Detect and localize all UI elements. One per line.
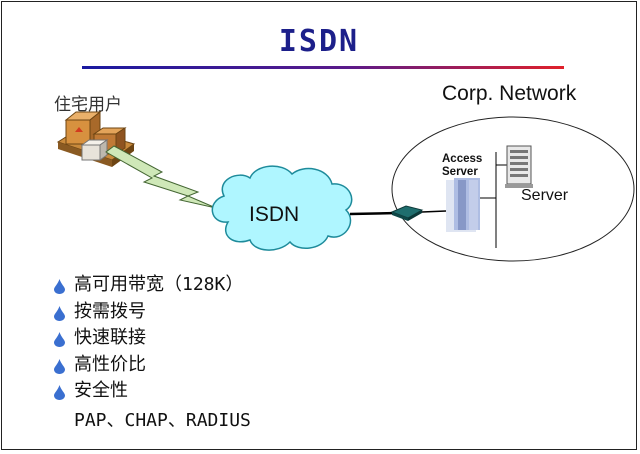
list-item: 快速联接 [54, 325, 243, 352]
isdn-link-line [349, 211, 399, 216]
title-underline [82, 66, 564, 69]
list-item-label: 高性价比 [74, 353, 146, 375]
slide-title: ISDN [278, 24, 360, 59]
home-user-label: 住宅用户 [54, 95, 122, 115]
list-item: 高可用带宽（128K） [54, 272, 243, 299]
list-item-label: 高可用带宽（128K） [74, 274, 244, 295]
bullet-drop-icon [54, 385, 65, 400]
list-item-label: 安全性 [74, 380, 128, 401]
list-item: 高性价比 [54, 352, 243, 379]
access-server-icon [446, 178, 480, 232]
bullet-drop-icon [54, 279, 65, 294]
lightning-bolt-icon [105, 145, 217, 209]
cloud-label: ISDN [249, 203, 300, 226]
list-item: 安全性 [54, 378, 243, 405]
modem-to-access-line [421, 210, 447, 213]
bullet-drop-icon [54, 305, 65, 321]
list-item-label: 按需拨号 [74, 300, 146, 322]
modem-icon [390, 205, 424, 221]
security-protocols-text: PAP、CHAP、RADIUS [74, 410, 251, 431]
bullet-drop-icon [54, 332, 65, 347]
bullet-drop-icon [54, 358, 65, 374]
corp-network-boundary [391, 116, 635, 262]
access-server-label: Access Server [442, 153, 483, 178]
server-label: Server [521, 187, 569, 204]
corp-network-label: Corp. Network [442, 82, 577, 105]
list-item: 按需拨号 [54, 299, 243, 326]
list-item-label: 快速联接 [74, 327, 146, 348]
server-rack-icon [505, 145, 533, 188]
cloud-icon [211, 165, 353, 251]
feature-list: 高可用带宽（128K） 按需拨号 快速联接 高性价比 安全性 [54, 272, 243, 405]
